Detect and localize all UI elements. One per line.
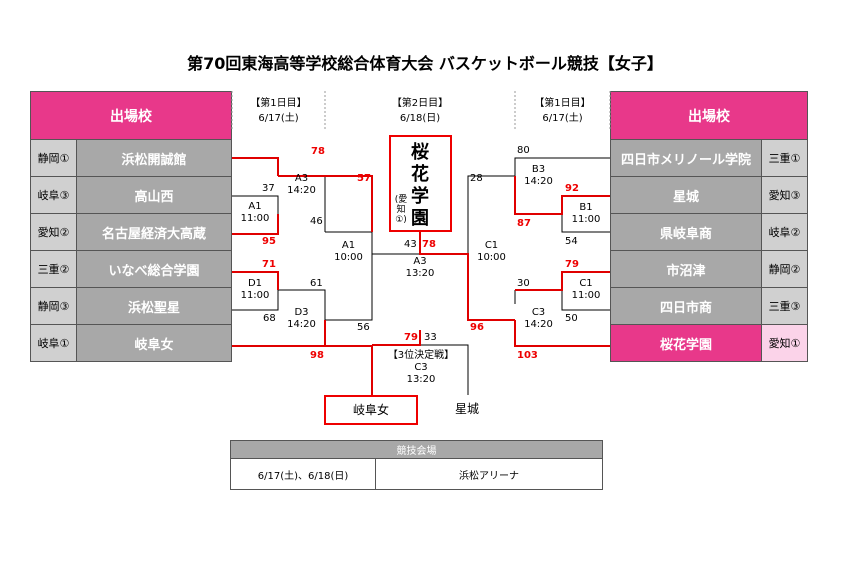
team-pref: 三重③ — [761, 287, 808, 325]
team-school: いなべ総合学園 — [76, 250, 232, 288]
venue-place: 浜松アリーナ — [375, 458, 603, 490]
date-left-day: 【第1日目】 — [250, 98, 307, 109]
team-school: 星城 — [610, 176, 762, 214]
team-school-winner: 桜花学園 — [610, 324, 762, 362]
team-pref: 愛知③ — [761, 176, 808, 214]
champion-name: 桜花学園 — [411, 142, 429, 229]
champion-pref: (愛知①) — [394, 195, 408, 225]
score: 78 — [311, 146, 325, 157]
date-left: 【第1日目】 6/17(土) — [232, 96, 325, 126]
team-school: 浜松開誠館 — [76, 139, 232, 177]
score: 43 — [404, 239, 417, 250]
date-center: 【第2日目】 6/18(日) — [372, 96, 468, 126]
team-school: 市沼津 — [610, 250, 762, 288]
score: 80 — [517, 145, 530, 156]
team-row: 星城愛知③ — [610, 176, 808, 214]
team-pref: 岐阜② — [761, 213, 808, 251]
team-school: 高山西 — [76, 176, 232, 214]
page-title: 第70回東海高等学校総合体育大会 バスケットボール競技【女子】 — [187, 54, 663, 73]
score: 79 — [404, 332, 418, 343]
left-header: 出場校 — [30, 91, 232, 140]
score: 71 — [262, 259, 276, 270]
team-row: 桜花学園愛知① — [610, 324, 808, 362]
date-center-day: 【第2日目】 — [391, 98, 449, 109]
score: 95 — [262, 236, 276, 247]
team-school: 四日市商 — [610, 287, 762, 325]
venue-dates: 6/17(土)、6/18(日) — [230, 458, 376, 490]
team-pref: 岐阜① — [30, 324, 77, 362]
date-center-date: 6/18(日) — [399, 113, 441, 124]
team-pref: 三重① — [761, 139, 808, 177]
score: 78 — [422, 239, 436, 250]
score: 33 — [424, 332, 437, 343]
score: 56 — [357, 322, 370, 333]
score: 46 — [310, 216, 323, 227]
team-row: 四日市商三重③ — [610, 287, 808, 325]
venue-header: 競技会場 — [230, 440, 603, 459]
team-pref-winner: 愛知① — [761, 324, 808, 362]
score: 98 — [310, 350, 324, 361]
score: 96 — [470, 322, 484, 333]
score: 68 — [263, 313, 276, 324]
team-school: 浜松聖星 — [76, 287, 232, 325]
date-dividers — [231, 91, 611, 130]
score: 87 — [517, 218, 531, 229]
date-right: 【第1日目】 6/17(土) — [515, 96, 610, 126]
score: 30 — [517, 278, 530, 289]
score: 103 — [517, 350, 538, 361]
third-place-winner: 岐阜女 — [324, 395, 418, 425]
third-place-loser: 星城 — [455, 402, 480, 416]
score: 54 — [565, 236, 578, 247]
score: 50 — [565, 313, 578, 324]
score: 92 — [565, 183, 579, 194]
venue-table: 競技会場 6/17(土)、6/18(日) 浜松アリーナ — [230, 440, 603, 490]
score: 37 — [262, 183, 275, 194]
team-pref: 静岡③ — [30, 287, 77, 325]
team-pref: 静岡② — [761, 250, 808, 288]
date-right-date: 6/17(土) — [542, 113, 583, 124]
team-pref: 静岡① — [30, 139, 77, 177]
right-team-table: 出場校 四日市メリノール学院三重① 星城愛知③ 県岐阜商岐阜② 市沼津静岡② 四… — [610, 91, 808, 362]
team-school: 県岐阜商 — [610, 213, 762, 251]
score: 28 — [470, 173, 483, 184]
score: 57 — [357, 173, 371, 184]
team-school: 岐阜女 — [76, 324, 232, 362]
team-row: 県岐阜商岐阜② — [610, 213, 808, 251]
team-school: 名古屋経済大高蔵 — [76, 213, 232, 251]
score: 79 — [565, 259, 579, 270]
team-pref: 岐阜③ — [30, 176, 77, 214]
date-left-date: 6/17(土) — [258, 113, 299, 124]
champion-box: 桜花学園 (愛知①) — [389, 135, 452, 232]
date-right-day: 【第1日目】 — [534, 98, 591, 109]
team-row: 市沼津静岡② — [610, 250, 808, 288]
bracket-red — [232, 157, 610, 395]
score: 61 — [310, 278, 323, 289]
